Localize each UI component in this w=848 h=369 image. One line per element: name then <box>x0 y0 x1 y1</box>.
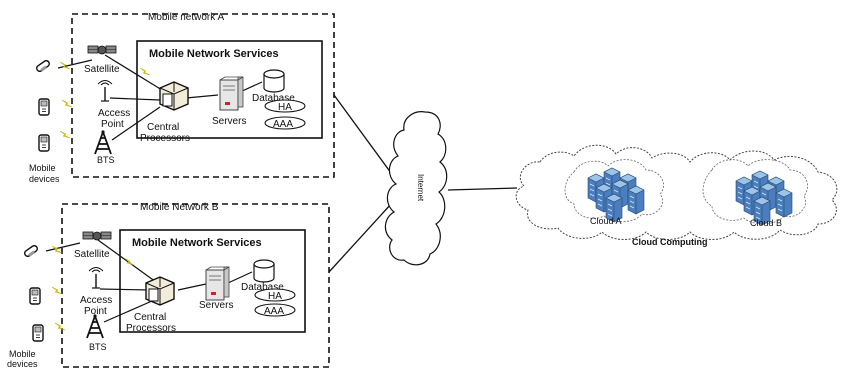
network-a: Mobile network A Mobile Network Services… <box>29 12 335 184</box>
central-processors-label-line1: Central <box>147 122 179 133</box>
database-label: Database <box>252 93 295 104</box>
satellite-label: Satellite <box>84 64 120 75</box>
cloud-computing-label: Cloud Computing <box>632 237 707 247</box>
access-point-label-line2: Point <box>84 306 107 317</box>
bts-label: BTS <box>97 155 115 165</box>
access-point-icon <box>88 266 104 289</box>
servers-label: Servers <box>199 300 233 311</box>
wireless-link-icon <box>51 286 63 295</box>
mobile-devices-label-line1: Mobile <box>29 163 56 173</box>
bts-label: BTS <box>89 342 107 352</box>
mobile-devices-label-line1: Mobile <box>9 349 36 359</box>
bts-tower-icon <box>86 313 104 339</box>
bts-tower-icon <box>94 129 112 155</box>
central-processors-label-line2: Processors <box>126 323 176 334</box>
aaa-label: AAA <box>273 119 293 130</box>
wireless-link-icon <box>59 130 71 139</box>
access-point-label-line1: Access <box>80 295 112 306</box>
database-icon <box>253 259 275 283</box>
mobile-phone-icon <box>32 324 44 342</box>
mobile-devices-label-line2: devices <box>29 174 60 184</box>
ha-label: HA <box>278 102 292 113</box>
central-processor-icon <box>145 276 175 306</box>
internet-label: Internet <box>416 174 425 202</box>
cloud-b-label: Cloud B <box>750 218 782 228</box>
network-b-boundary <box>61 203 330 368</box>
mobile-phone-icon <box>22 243 40 259</box>
ha-ellipse <box>264 99 306 113</box>
server-icon <box>205 266 230 301</box>
network-a-title: Mobile network A <box>148 12 224 23</box>
aaa-ellipse <box>264 116 306 130</box>
central-processors-label-line1: Central <box>134 312 166 323</box>
database-icon <box>263 69 285 93</box>
mobile-phone-icon <box>34 58 52 74</box>
database-label: Database <box>241 282 284 293</box>
wireless-link-icon <box>61 99 73 108</box>
access-point-label-line1: Access <box>98 108 130 119</box>
mobile-phone-icon <box>29 287 41 305</box>
mobile-phone-icon <box>38 134 50 152</box>
mobile-phone-icon <box>38 98 50 116</box>
satellite-label: Satellite <box>74 249 110 260</box>
wireless-link-icon <box>54 322 66 331</box>
aaa-ellipse <box>254 303 296 317</box>
internet: Internet <box>328 94 518 273</box>
aaa-label: AAA <box>264 306 284 317</box>
network-b-services-title: Mobile Network Services <box>132 237 262 249</box>
satellite-icon <box>87 45 117 55</box>
access-point-label-line2: Point <box>101 119 124 130</box>
network-a-services-title: Mobile Network Services <box>149 48 279 60</box>
server-icon <box>219 76 244 111</box>
cloud-b-shape <box>702 159 808 225</box>
network-b-title: Mobile Network B <box>140 202 219 213</box>
access-point-icon <box>97 79 113 102</box>
cloud-a-label: Cloud A <box>590 216 622 226</box>
ha-ellipse <box>254 288 296 302</box>
satellite-icon <box>82 231 112 241</box>
servers-label: Servers <box>212 116 246 127</box>
cloud-computing: Cloud A Cloud B Cloud Computing <box>515 144 838 247</box>
cloud-a-shape <box>564 159 664 223</box>
central-processors-label-line2: Processors <box>140 133 190 144</box>
link-internet-cloud <box>447 187 518 191</box>
ha-label: HA <box>268 291 282 302</box>
network-b: Mobile Network B Mobile Network Services… <box>7 202 330 369</box>
network-b-links <box>45 239 253 323</box>
mobile-devices-label-line2: devices <box>7 359 38 369</box>
internet-cloud-shape <box>384 111 448 266</box>
central-processor-icon <box>159 81 189 111</box>
